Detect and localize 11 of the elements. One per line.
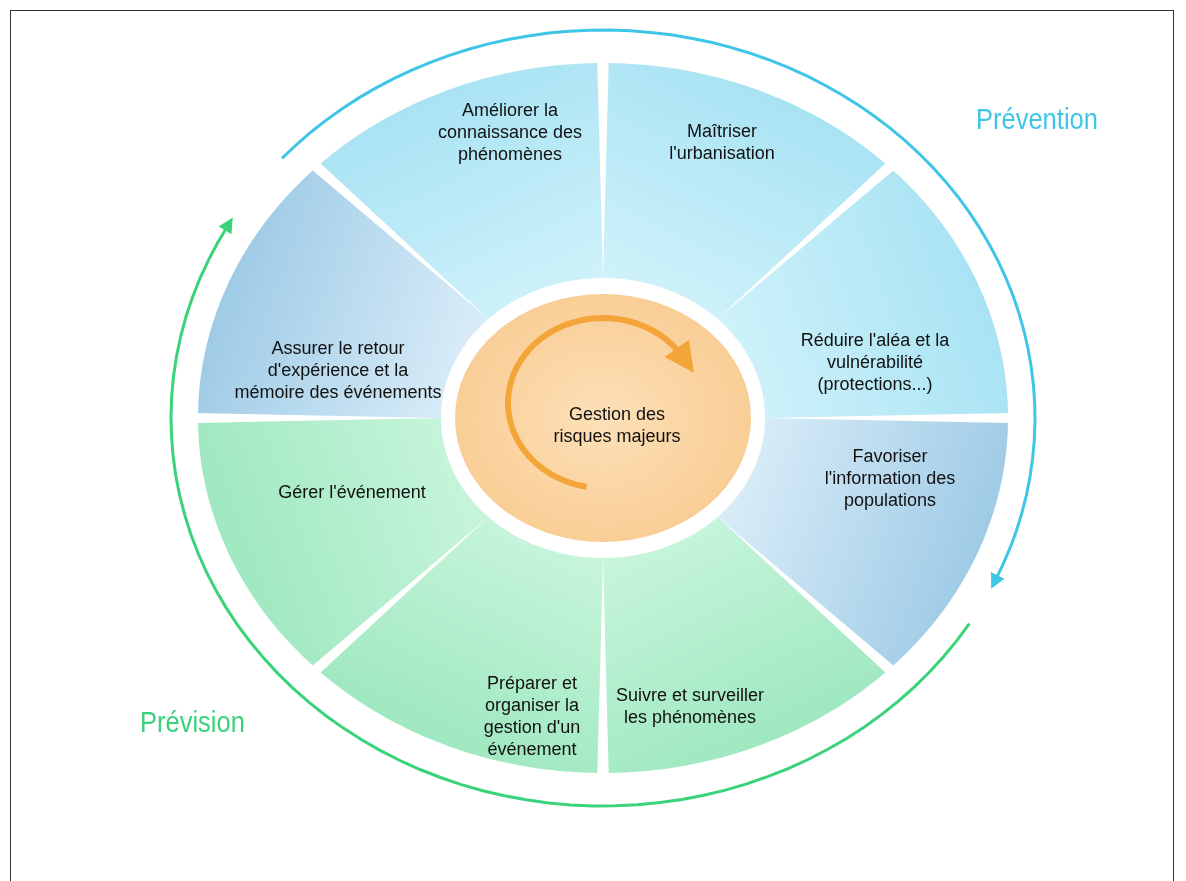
segment-text: Suivre et surveiller les phénomènes bbox=[615, 684, 765, 728]
cycle-label: Prévision bbox=[140, 705, 245, 739]
segment-text: Réduire l'aléa et la vulnérabilité (protections...) bbox=[799, 329, 951, 395]
segment-text: Améliorer la connaissance des phénomènes bbox=[436, 99, 584, 165]
segment-text: Gérer l'événement bbox=[277, 481, 427, 503]
segment-text: Favoriser l'information des populations bbox=[823, 445, 957, 511]
cycle-label: Prévention bbox=[976, 102, 1098, 136]
center-text: Gestion des risques majeurs bbox=[552, 403, 682, 447]
segment-text: Maîtriser l'urbanisation bbox=[668, 120, 776, 164]
segment-text: Préparer et organiser la gestion d'un événement bbox=[482, 672, 582, 760]
segment-text: Assurer le retour d'expérience et la mémoire des événements bbox=[233, 337, 443, 403]
